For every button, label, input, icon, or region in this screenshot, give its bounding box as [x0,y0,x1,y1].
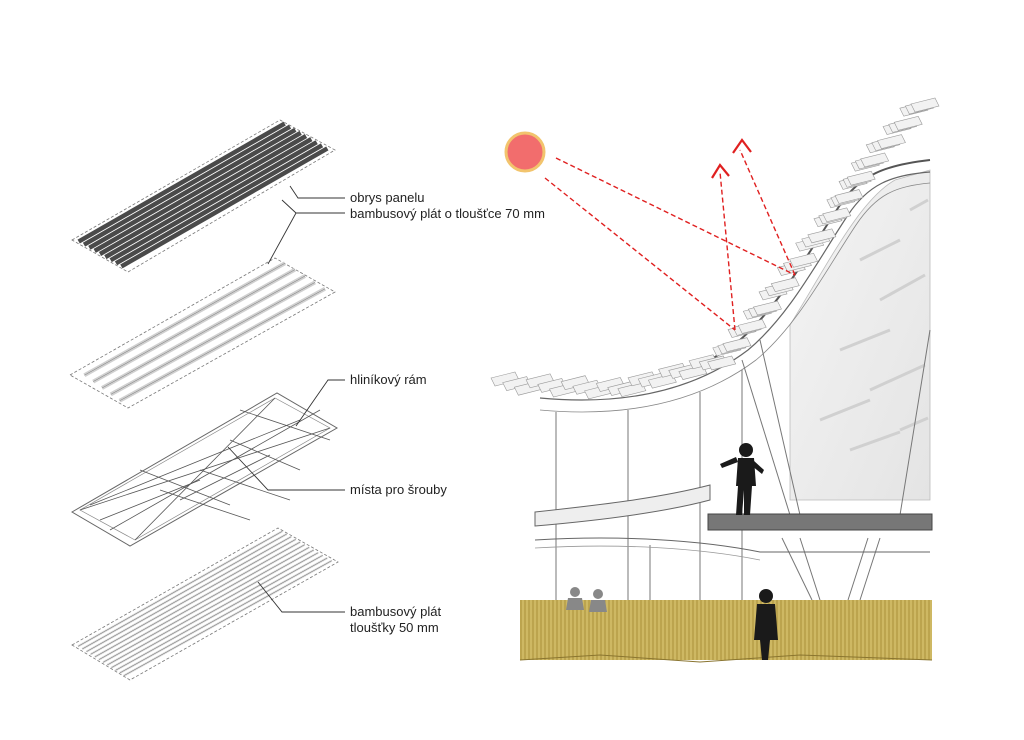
sun-icon [504,131,546,173]
frame-bar [89,419,301,506]
roof-shingle [846,170,876,186]
frame-bar [109,409,321,531]
light-rays [544,149,796,331]
reflection-arrow-icon [711,138,752,179]
light-strip-edge [110,282,316,395]
label-bamboo-50-line1: bambusový plát [350,604,442,619]
roof-shingle [822,207,852,223]
cross-bars [79,397,331,541]
label-screw-points: místa pro šrouby [350,482,447,497]
roof-shingle [770,277,800,293]
light-strip-edge [119,288,326,402]
label-bamboo-50-line2: tloušťky 50 mm [350,620,439,635]
roof-shingle [910,97,940,113]
frame-bar [229,439,301,471]
thin-slat-edge [77,531,283,647]
dark-slat [98,134,308,256]
thin-slat-edge [86,536,292,652]
thin-slat-edge [102,547,310,663]
thin-slat-edge [90,539,296,655]
frame-bar [159,489,251,521]
leader-lines [227,185,345,613]
roof-shingle [753,300,782,316]
label-aluminium-frame: hliníkový rám [350,372,427,387]
dark-slat [93,130,302,253]
frame-bar [179,454,271,501]
layer-bamboo-frame [69,257,336,409]
roof-shingle [807,228,837,244]
dark-slat [77,121,286,244]
columns [555,329,931,601]
dark-slat [114,143,324,266]
light-strips [83,261,326,403]
dark-slat [104,137,313,260]
dark-slat [109,140,318,263]
background-people [566,587,607,612]
roof-shingle [722,337,752,353]
roof-shingle [707,355,737,371]
roof-shingle [834,189,864,204]
dark-slat [120,146,329,269]
label-bamboo-50: bambusový plát tloušťky 50 mm [350,604,441,636]
thin-slats [77,530,333,677]
layer-aluminium-frame [71,392,339,547]
thin-slat-edge [107,549,314,666]
dark-slats [77,121,329,269]
frame-bar [99,479,201,521]
light-strip-edge [101,275,306,389]
person-silhouette-icon [720,443,778,660]
roof-shingle [860,152,890,168]
thin-slat-edge [119,557,328,674]
frame-bar [134,397,276,541]
label-bamboo-70: bambusový plát o tloušťce 70 mm [350,206,545,221]
light-strip-edge [93,269,296,382]
layer-bamboo-70 [71,119,336,273]
roof-shingles [490,97,940,400]
glazing-reflections [819,198,929,452]
roof-shingle [893,115,923,131]
thin-slat-edge [115,555,323,671]
grass-band [520,600,932,660]
thin-slat-edge [82,533,287,650]
roof-shingle [737,319,767,334]
label-panel-outline: obrys panelu [350,190,425,205]
building-section [490,97,940,663]
layer-bamboo-50 [71,527,339,681]
roof-shingle [877,134,906,149]
thin-slat-edge [94,541,301,658]
frame-bar [199,469,291,501]
dark-slat [88,127,297,250]
frame-bar [239,409,331,441]
frame-bar [139,469,231,506]
thin-slat-edge [98,544,305,660]
thin-slat-edge [123,560,332,676]
thin-slat-edge [111,552,319,668]
light-strip-edge [84,262,286,376]
roof-shingle [789,252,818,268]
dark-slat [82,124,292,247]
